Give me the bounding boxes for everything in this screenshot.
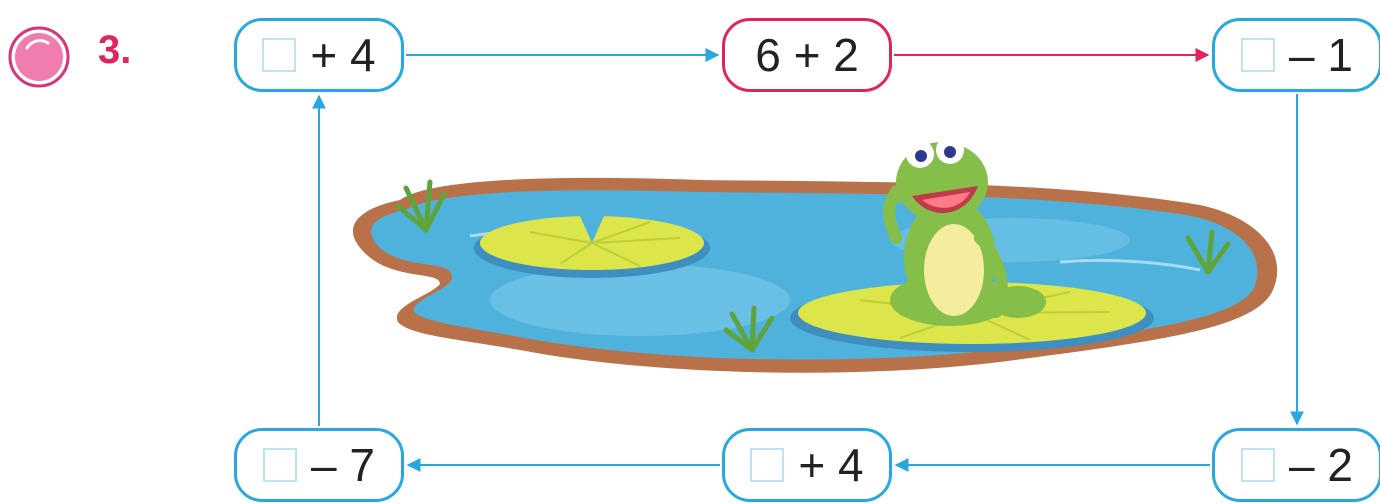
- box-operation: + 4: [798, 439, 864, 491]
- box-bottom-left: – 7: [234, 428, 404, 502]
- box-bottom-right: – 2: [1212, 428, 1380, 502]
- answer-blank[interactable]: [262, 38, 297, 72]
- exercise-badge-icon: [8, 26, 70, 88]
- box-top-left: + 4: [234, 18, 404, 92]
- box-bottom-center: + 4: [722, 428, 892, 502]
- box-operation: – 2: [1289, 439, 1353, 491]
- box-operation: + 4: [310, 29, 376, 81]
- box-top-right: – 1: [1212, 18, 1380, 92]
- box-start: 6 + 2: [722, 18, 892, 92]
- answer-blank[interactable]: [263, 448, 298, 482]
- lily-pad-left: [474, 216, 710, 278]
- box-operation: – 1: [1289, 29, 1353, 81]
- reeds: [395, 179, 1231, 353]
- answer-blank[interactable]: [1241, 448, 1276, 482]
- box-operation: – 7: [311, 439, 375, 491]
- frog: [883, 136, 1046, 326]
- answer-blank[interactable]: [1241, 38, 1276, 72]
- exercise-number: 3.: [98, 28, 132, 72]
- answer-blank[interactable]: [750, 448, 785, 482]
- box-operation: 6 + 2: [755, 29, 859, 81]
